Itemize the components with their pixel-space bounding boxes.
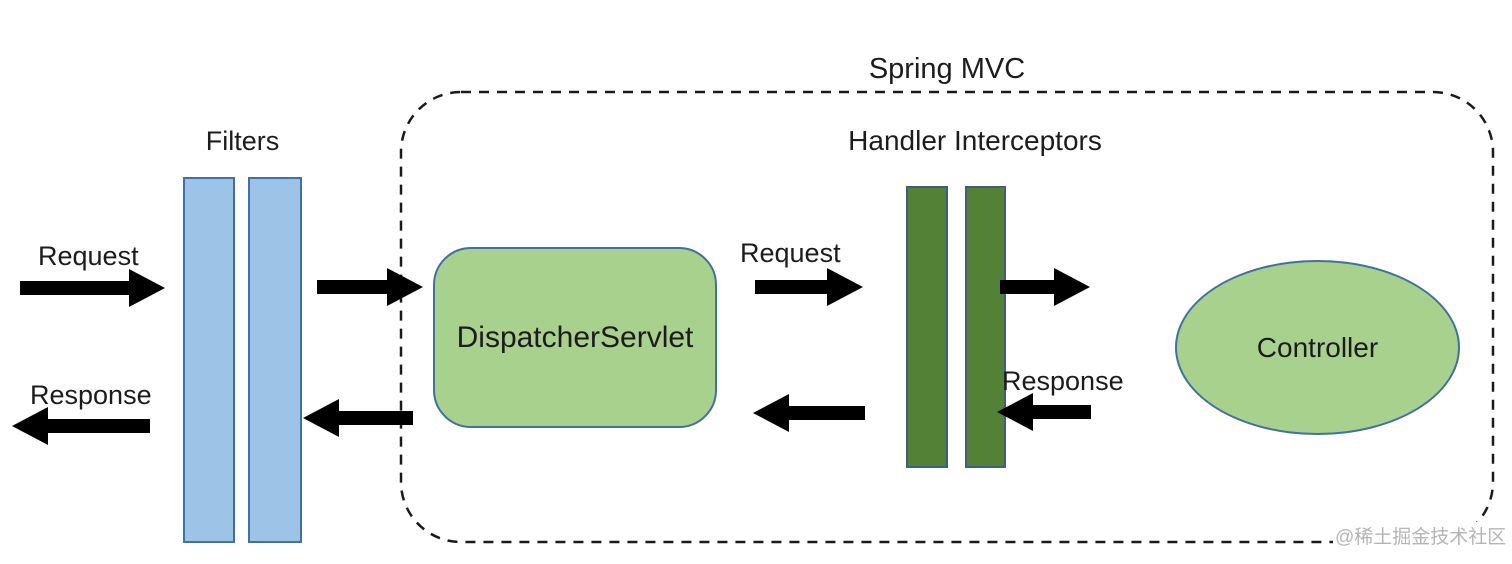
controller-node: Controller	[1175, 260, 1460, 435]
interceptor-bar-1	[906, 186, 948, 468]
dispatcher-to-filters-arrow-icon	[303, 399, 413, 437]
arrow-shaft	[1000, 280, 1054, 294]
interceptors-to-dispatcher-arrow-icon	[753, 394, 865, 432]
controller-to-interceptors-arrow-icon	[997, 393, 1091, 431]
arrow-shaft	[755, 280, 827, 294]
dispatcher-to-interceptors-arrow-icon	[755, 268, 863, 306]
spring-mvc-title: Spring MVC	[868, 53, 1026, 85]
arrow-head	[12, 407, 48, 445]
arrow-head	[753, 394, 789, 432]
handler-interceptors-title: Handler Interceptors	[848, 125, 1102, 156]
client-request-arrow-icon	[20, 269, 165, 307]
filter-bar-2	[248, 177, 302, 543]
arrow-head	[387, 268, 423, 306]
arrow-shaft	[789, 406, 865, 420]
client-response-label: Response	[30, 380, 152, 410]
filters-title: Filters	[205, 126, 280, 156]
arrow-shaft	[339, 411, 413, 425]
arrow-head	[129, 269, 165, 307]
arrow-head	[1054, 268, 1090, 306]
arrow-head	[997, 393, 1033, 431]
arrow-shaft	[20, 281, 129, 295]
client-request-label: Request	[38, 241, 139, 271]
mid-request-label: Request	[740, 238, 841, 268]
client-response-arrow-icon	[12, 407, 150, 445]
interceptors-to-controller-arrow-icon	[1000, 268, 1090, 306]
arrow-shaft	[317, 280, 387, 294]
dispatcher-servlet-label: DispatcherServlet	[456, 320, 694, 354]
filter-bar-1	[183, 177, 235, 543]
arrow-head	[303, 399, 339, 437]
arrow-shaft	[1033, 405, 1091, 419]
filters-to-dispatcher-arrow-icon	[317, 268, 423, 306]
controller-label: Controller	[1256, 331, 1379, 363]
arrow-shaft	[48, 419, 150, 433]
watermark: @稀土掘金技术社区	[1333, 522, 1509, 549]
mid-response-label: Response	[1002, 366, 1124, 396]
arrow-head	[827, 268, 863, 306]
dispatcher-servlet-node: DispatcherServlet	[433, 247, 717, 428]
